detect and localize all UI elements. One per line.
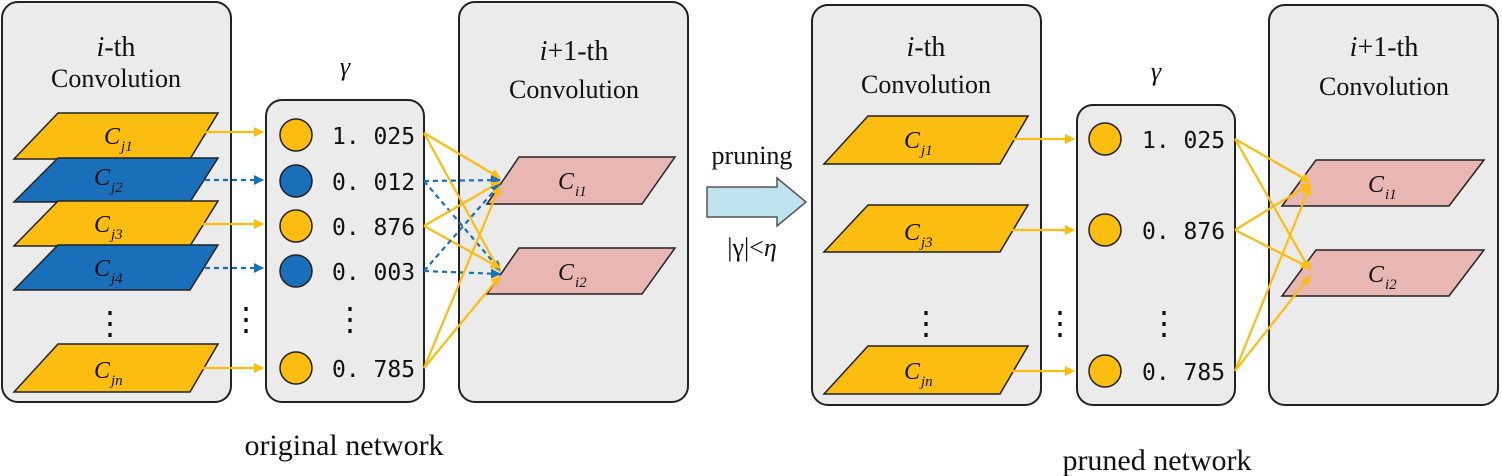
svg-text:C: C [904,220,921,246]
gamma-circle-3-original [279,209,313,243]
svg-text:C: C [904,359,921,385]
original-network-caption: original network [244,429,443,462]
input-channel-j4-original: C j4 [12,244,220,291]
pruned-network-caption: pruned network [1062,444,1251,476]
gamma-circle-2-pruned [1088,213,1122,247]
svg-text:C: C [1368,172,1385,198]
svg-text:C: C [558,260,575,286]
i-th-heading-original: i-th [97,32,136,63]
gamma-value-3-pruned: 0. 785 [1142,360,1225,386]
output-channel-i2-original: C i2 [485,247,677,295]
gamma-circle-2-original [279,164,313,198]
gamma-value-3-original: 0. 876 [332,215,415,241]
svg-text:C: C [104,124,121,150]
svg-text:C: C [94,212,111,238]
input-channel-jn-pruned: C jn [822,345,1030,395]
convolution-label-pruned-right: Convolution [1319,72,1449,101]
pruning-label: pruning [712,141,793,170]
ellipsis-gamma-left-pruned: ⋮ [1044,305,1076,341]
svg-text:C: C [94,256,111,282]
i-plus1-th-heading-pruned: i+1-th [1350,32,1419,63]
svg-text:i1: i1 [575,184,587,200]
gamma-circle-1-pruned [1088,122,1122,156]
gamma-value-1-original: 1. 025 [332,124,415,150]
svg-text:j4: j4 [109,271,123,287]
arrows-gamma-to-output-original [422,132,502,369]
input-channel-j2-original: C j2 [12,157,220,203]
output-channel-i2-pruned: C i2 [1280,249,1486,297]
gamma-circle-5-original [279,351,313,385]
gamma-circle-3-pruned [1088,354,1122,388]
ellipsis-gamma-left-original: ⋮ [230,301,262,337]
convolution-label-original-right: Convolution [509,75,639,104]
gamma-value-4-original: 0. 003 [332,260,415,286]
i-plus1-th-heading-original: i+1-th [540,36,609,67]
gamma-circle-1-original [279,118,313,152]
pruning-arrow-icon [706,176,808,228]
svg-text:C: C [1368,262,1385,288]
svg-text:C: C [94,165,111,191]
gamma-value-2-pruned: 0. 876 [1142,219,1225,245]
output-channel-i1-pruned: C i1 [1280,159,1486,207]
output-channel-i1-original: C i1 [485,156,677,205]
arrows-gamma-to-output-pruned [1233,138,1312,372]
convolution-label-original-left: Convolution [51,64,181,93]
input-channel-jn-original: C jn [12,343,220,393]
svg-text:jn: jn [919,374,933,390]
input-channel-j3-pruned: C j3 [822,204,1030,253]
ellipsis-left-original: ⋮ [94,305,126,341]
svg-text:i1: i1 [1385,187,1397,203]
input-channel-j1-pruned: C j1 [822,115,1030,165]
svg-text:j1: j1 [919,143,933,159]
gamma-circle-4-original [279,254,313,288]
svg-text:i2: i2 [575,275,587,291]
svg-text:j3: j3 [109,227,123,243]
svg-text:j1: j1 [119,139,133,155]
gamma-value-2-original: 0. 012 [332,170,415,196]
svg-text:jn: jn [109,373,123,389]
ellipsis-gamma-right-original: ⋮ [334,301,366,337]
svg-text:C: C [94,358,111,384]
pruning-condition: |γ|<η [727,233,776,262]
gamma-symbol-original: γ [340,52,351,81]
gamma-value-5-original: 0. 785 [332,357,415,383]
convolution-label-pruned-left: Convolution [861,70,991,99]
svg-text:i2: i2 [1385,277,1397,293]
svg-text:j2: j2 [109,180,123,196]
gamma-symbol-pruned: γ [1151,57,1162,86]
svg-text:C: C [558,169,575,195]
svg-text:C: C [904,128,921,154]
gamma-box-pruned [1076,104,1236,406]
gamma-value-1-pruned: 1. 025 [1142,128,1225,154]
svg-text:j3: j3 [919,235,933,251]
ellipsis-gamma-right-pruned: ⋮ [1148,305,1180,341]
ellipsis-left-pruned: ⋮ [910,305,942,341]
i-th-heading-pruned: i-th [907,32,946,63]
